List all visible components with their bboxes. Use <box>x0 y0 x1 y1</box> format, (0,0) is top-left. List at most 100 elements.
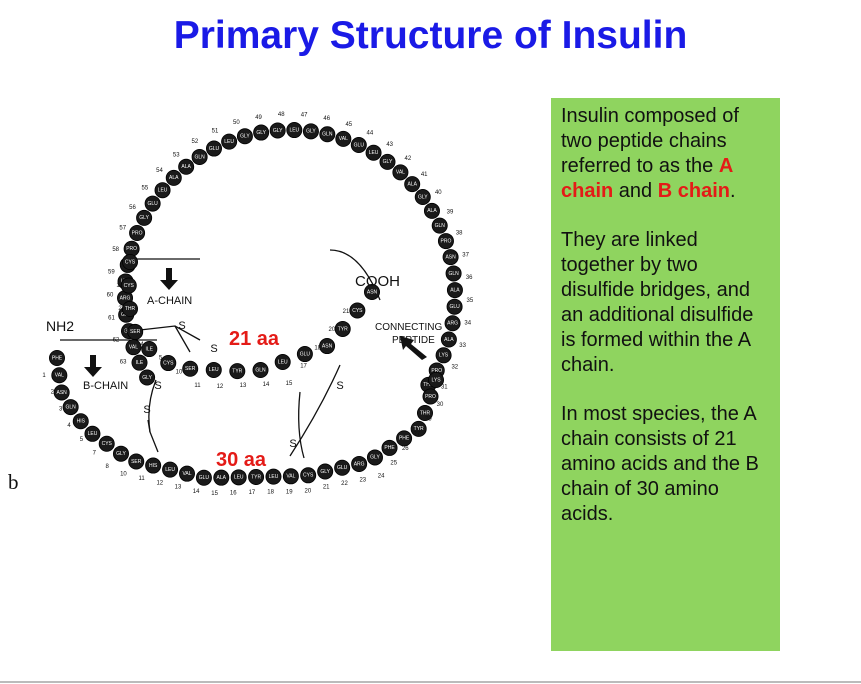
a-chain-residue <box>229 363 246 380</box>
a-chain-label: A-CHAIN <box>147 295 192 307</box>
b-chain-residue <box>62 399 79 416</box>
b-chain-residue <box>416 405 433 422</box>
loop-number: 52 <box>192 139 199 145</box>
loop-number: 49 <box>255 115 262 121</box>
b-chain-residue-label: GLY <box>320 469 330 475</box>
connecting-label: CONNECTING <box>375 322 442 333</box>
loop-residue-label: PRO <box>431 368 442 374</box>
loop-number: 44 <box>367 131 374 137</box>
a-chain-number: 12 <box>217 384 224 390</box>
disulfide-s-label: S <box>178 320 185 332</box>
loop-number: 36 <box>466 275 473 281</box>
b-chain-residue <box>145 457 162 474</box>
loop-residue-label: PRO <box>132 230 143 236</box>
disulfide-s-label: S <box>289 438 296 450</box>
loop-residue-label: GLY <box>306 129 316 135</box>
loop-residue-label: GLU <box>354 142 365 148</box>
loop-number: 32 <box>451 364 458 370</box>
loop-residue-label: ARG <box>120 295 131 301</box>
a-chain-residue-label: ILE <box>146 346 154 352</box>
disulfide-s-label: S <box>154 380 161 392</box>
loop-residue-label: ARG <box>447 321 458 327</box>
a-chain-residue <box>127 323 144 340</box>
b-chain-residue-label: CYS <box>102 441 113 447</box>
loop-residue <box>131 354 148 371</box>
loop-residue-label: ALA <box>450 287 460 293</box>
b-chain-residue-label: GLN <box>65 404 76 410</box>
b-chain-residue-label: PHE <box>399 436 410 442</box>
a-chain-number: 5 <box>159 356 163 362</box>
loop-number: 50 <box>233 120 240 126</box>
a-chain-number: 15 <box>286 381 293 387</box>
b-chain-residue <box>396 430 413 447</box>
info-paragraph-2: They are linked together by two disulfid… <box>561 229 754 376</box>
a-chain-residue-label: CYS <box>352 308 363 314</box>
loop-residue-label: GLY <box>256 130 266 136</box>
b-chain-number: 8 <box>106 464 110 470</box>
b-chain-number: 11 <box>139 476 146 482</box>
a-chain-residue-label: CYS <box>124 283 135 289</box>
nh2-label: NH2 <box>46 318 74 334</box>
b-chain-residue-label: THR <box>420 410 431 416</box>
b-chain-residue <box>248 468 265 485</box>
loop-number: 48 <box>278 112 285 118</box>
loop-residue <box>440 331 457 348</box>
loop-residue-label: LEU <box>158 188 168 194</box>
b-chain-number: 5 <box>80 437 84 443</box>
loop-residue <box>379 153 396 170</box>
loop-residue <box>431 217 448 234</box>
loop-residue <box>437 233 454 250</box>
slide-title: Primary Structure of Insulin <box>173 14 688 57</box>
a-chain-arrow-icon <box>160 268 178 290</box>
loop-residue-label: GLY <box>139 215 149 221</box>
loop-residue-label: GLY <box>240 134 250 140</box>
loop-number: 59 <box>108 270 115 276</box>
a-chain-residue <box>160 355 177 372</box>
loop-residue <box>392 164 409 181</box>
b-chain-residue-label: ALA <box>217 475 227 481</box>
loop-residue-label: LYS <box>439 353 449 359</box>
connecting-peptide-loop: GLYILEVALGLUGLNARGLYSGLNPROPROGLYGLULEUA… <box>117 122 463 393</box>
b-chain-number: 25 <box>390 461 397 467</box>
b-chain-residue <box>282 468 299 485</box>
b-chain-number: 2 <box>51 390 55 396</box>
info-paragraph-1: Insulin composed of two peptide chains r… <box>561 105 739 202</box>
b-chain-residue-label: CYS <box>303 473 314 479</box>
a-chain-residue <box>205 361 222 378</box>
a-chain-highlight: A chain <box>561 155 733 202</box>
b-chain-number: 1 <box>42 373 46 379</box>
b-chain-residue-label: PRO <box>425 394 436 400</box>
loop-residue-label: GLY <box>273 128 283 134</box>
b-chain-residue <box>49 349 66 366</box>
backbone-line <box>298 391 305 459</box>
b-chain-residue <box>98 435 115 452</box>
loop-number: 57 <box>119 225 126 231</box>
a-chain-residue-label: SER <box>185 366 196 372</box>
b-chain-number: 16 <box>230 490 237 496</box>
loop-residue <box>414 189 431 206</box>
loop-number: 37 <box>462 252 469 258</box>
b-chain-number: 10 <box>120 472 127 478</box>
a-chain-residue <box>274 354 291 371</box>
b-chain-residue <box>230 469 247 486</box>
b-chain-residue <box>51 367 68 384</box>
a-chain-number: 14 <box>263 382 270 388</box>
loop-number: 56 <box>129 205 136 211</box>
loop-residue <box>139 369 156 386</box>
b-chain-residue-label: PHE <box>52 355 63 361</box>
b-chain-residue-label: LEU <box>269 474 279 480</box>
b-chain-number: 21 <box>323 485 330 491</box>
loop-number: 45 <box>345 122 352 128</box>
b-chain-residue <box>213 469 230 486</box>
disulfide-s-label: S <box>143 404 150 416</box>
loop-residue <box>221 133 238 150</box>
loop-residue-label: ALA <box>407 181 417 187</box>
a-chain-number: 20 <box>329 327 336 333</box>
loop-residue-label: VAL <box>129 344 138 350</box>
b-chain-residue <box>422 388 439 405</box>
a-chain-residue <box>319 338 336 355</box>
a-chain-number: 4 <box>140 342 144 348</box>
b-chain-number: 12 <box>156 480 163 486</box>
